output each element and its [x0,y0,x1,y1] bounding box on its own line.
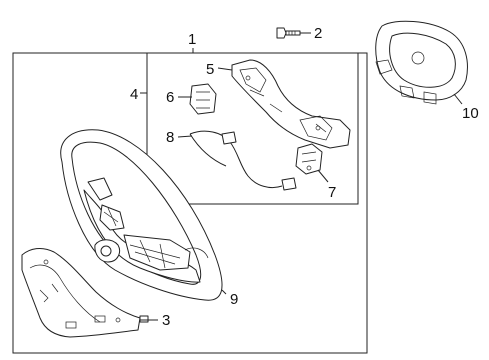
wiring-harness [189,130,297,191]
airbag-module [375,20,468,105]
callout-10: 10 [462,105,479,122]
switch-left [189,83,217,115]
screw [276,27,301,39]
switch-right [295,143,323,175]
callout-5: 5 [206,61,214,78]
switch-assembly [231,59,351,149]
callout-3: 3 [162,312,170,329]
callout-2: 2 [314,25,322,42]
callout-6: 6 [166,89,174,106]
leader-lines [140,32,463,321]
callout-7: 7 [328,184,336,201]
switch-group-frame [146,52,359,205]
callout-9: 9 [230,291,238,308]
callout-8: 8 [166,129,174,146]
steering-wheel [60,129,223,301]
callout-1: 1 [188,31,196,48]
lower-cover [21,247,149,338]
callout-labels: 1 2 3 4 5 6 7 8 9 10 [130,25,479,329]
callout-4: 4 [130,86,138,103]
